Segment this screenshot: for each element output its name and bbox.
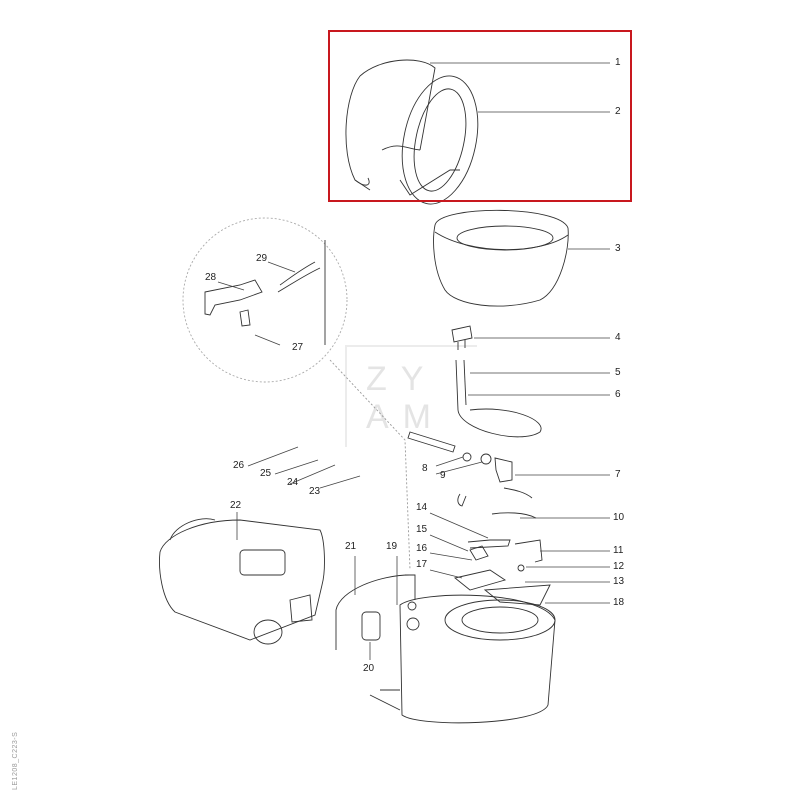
watermark-line2: AM bbox=[366, 398, 445, 436]
hose-assembly-parts-4-6 bbox=[407, 325, 542, 453]
label-6: 6 bbox=[615, 389, 621, 400]
label-17: 17 bbox=[416, 559, 428, 570]
label-22: 22 bbox=[230, 500, 242, 511]
label-11: 11 bbox=[613, 545, 624, 556]
label-21: 21 bbox=[345, 541, 357, 552]
label-8: 8 bbox=[422, 463, 428, 474]
seat-lid-part-1 bbox=[345, 59, 436, 191]
label-12: 12 bbox=[613, 561, 625, 572]
label-24: 24 bbox=[287, 477, 299, 488]
label-28: 28 bbox=[205, 272, 217, 283]
label-9: 9 bbox=[440, 470, 446, 481]
label-29: 29 bbox=[256, 253, 268, 264]
label-14: 14 bbox=[416, 502, 428, 513]
highlight-box bbox=[328, 30, 632, 202]
label-2: 2 bbox=[615, 106, 621, 117]
mechanism-parts-10-18 bbox=[453, 487, 551, 606]
fittings-parts-7-9 bbox=[462, 452, 513, 483]
bowl-cover-part-3 bbox=[433, 209, 569, 307]
label-25: 25 bbox=[260, 468, 272, 479]
label-7: 7 bbox=[615, 469, 621, 480]
label-15: 15 bbox=[416, 524, 428, 535]
label-19: 19 bbox=[386, 541, 398, 552]
dashed-connector bbox=[329, 359, 411, 571]
inset-parts-27-29 bbox=[204, 240, 326, 345]
label-16: 16 bbox=[416, 543, 428, 554]
label-27: 27 bbox=[292, 342, 304, 353]
watermark-line1: ZY bbox=[366, 360, 438, 398]
label-18: 18 bbox=[613, 597, 625, 608]
clip-part-20 bbox=[361, 611, 381, 641]
watermark-frame bbox=[345, 345, 477, 447]
label-13: 13 bbox=[613, 576, 625, 587]
label-26: 26 bbox=[233, 460, 245, 471]
side-code: LE1208_C223-S bbox=[12, 731, 19, 790]
label-5: 5 bbox=[615, 367, 621, 378]
rods-parts-19-21 bbox=[335, 574, 417, 650]
leader-lines bbox=[217, 62, 610, 660]
cassette-tank-part-22 bbox=[159, 518, 325, 645]
label-20: 20 bbox=[363, 663, 375, 674]
label-1: 1 bbox=[615, 57, 621, 68]
label-23: 23 bbox=[309, 486, 321, 497]
toilet-body bbox=[369, 594, 556, 724]
label-3: 3 bbox=[615, 243, 621, 254]
label-4: 4 bbox=[615, 332, 621, 343]
seat-ring-part-2 bbox=[399, 75, 479, 205]
inset-circle bbox=[182, 217, 348, 383]
label-10: 10 bbox=[613, 512, 625, 523]
